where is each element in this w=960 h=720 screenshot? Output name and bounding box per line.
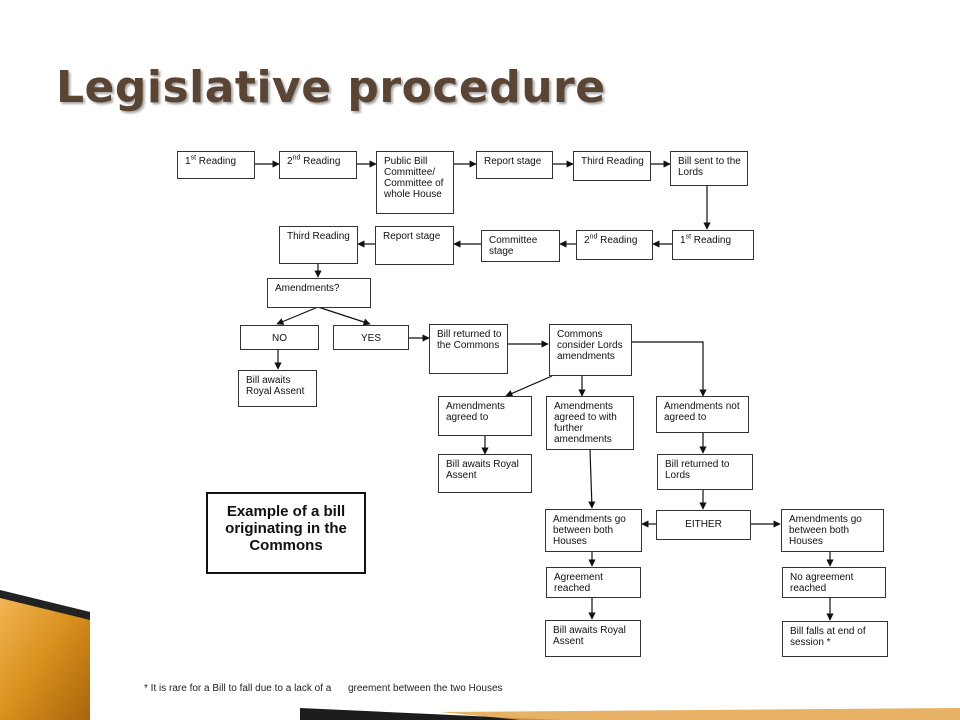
- ordinal-suffix: nd: [292, 154, 301, 162]
- arrow-consider-to-agreed: [505, 375, 553, 397]
- node-label: Report stage: [484, 156, 542, 167]
- node-committee-stage-lords: Committee stage: [481, 230, 560, 262]
- node-amendments-go-between-left: Amendments go between both Houses: [545, 509, 642, 552]
- node-no: NO: [240, 325, 319, 350]
- node-label: Reading: [196, 156, 237, 167]
- node-amendments-question: Amendments?: [267, 278, 371, 308]
- node-label: Bill falls at end of session *: [790, 626, 866, 648]
- node-label: Bill awaits Royal Assent: [246, 375, 305, 397]
- node-label: Reading: [597, 235, 638, 246]
- ordinal-number: 1: [680, 235, 686, 246]
- node-report-stage-lords: Report stage: [375, 226, 454, 265]
- example-caption-box: Example of a bill originating in the Com…: [206, 492, 366, 574]
- node-yes: YES: [333, 325, 409, 350]
- node-label: Bill awaits Royal Assent: [553, 625, 626, 647]
- example-caption: Example of a bill originating in the Com…: [225, 503, 347, 554]
- node-third-reading-lords: Third Reading: [279, 226, 358, 264]
- node-label: Third Reading: [287, 231, 350, 242]
- node-label: Amendments go between both Houses: [789, 514, 862, 547]
- footnote: * It is rare for a Bill to fall due to a…: [144, 683, 503, 694]
- node-label: Amendments not agreed to: [664, 401, 740, 423]
- node-label: No agreement reached: [790, 572, 854, 594]
- node-bill-returned-to-commons: Bill returned to the Commons: [429, 324, 508, 374]
- ordinal-number: 1: [185, 156, 191, 167]
- node-label: Amendments?: [275, 283, 340, 294]
- node-no-agreement-reached: No agreement reached: [782, 567, 886, 598]
- node-agreement-reached: Agreement reached: [546, 567, 641, 598]
- ordinal-number: 2: [287, 156, 293, 167]
- node-bill-returned-to-lords: Bill returned to Lords: [657, 454, 753, 490]
- node-label: Bill awaits Royal Assent: [446, 459, 519, 481]
- node-label: Bill returned to the Commons: [437, 329, 502, 351]
- node-public-bill-committee: Public Bill Committee/ Committee of whol…: [376, 151, 454, 214]
- node-label: NO: [272, 333, 287, 344]
- node-label: Third Reading: [581, 156, 644, 167]
- ordinal-suffix: nd: [589, 233, 598, 241]
- node-first-reading-commons: 1st Reading: [177, 151, 255, 179]
- arrow-amendments-to-no: [276, 306, 319, 325]
- node-amendments-not-agreed-to: Amendments not agreed to: [656, 396, 749, 433]
- node-label: Report stage: [383, 231, 441, 242]
- node-bill-awaits-royal-assent-2: Bill awaits Royal Assent: [438, 454, 532, 493]
- node-bill-sent-to-lords: Bill sent to the Lords: [670, 151, 748, 186]
- node-label: YES: [360, 333, 381, 344]
- node-label: EITHER: [685, 519, 722, 530]
- node-second-reading-commons: 2nd Reading: [279, 151, 357, 179]
- node-label: Reading: [691, 235, 732, 246]
- node-label: Amendments go between both Houses: [553, 514, 626, 547]
- node-label: Bill returned to Lords: [665, 459, 730, 481]
- arrow-consider-to-not-agreed: [632, 341, 707, 397]
- node-bill-awaits-royal-assent-3: Bill awaits Royal Assent: [545, 620, 641, 657]
- node-commons-consider-lords-amendments: Commons consider Lords amendments: [549, 324, 632, 376]
- arrow-further-to-go-between: [588, 449, 596, 509]
- node-label: Commons consider Lords amendments: [557, 329, 623, 362]
- node-amendments-go-between-right: Amendments go between both Houses: [781, 509, 884, 552]
- node-label: Public Bill Committee/ Committee of whol…: [384, 156, 444, 200]
- ordinal-suffix: st: [685, 233, 692, 241]
- node-label: Agreement reached: [554, 572, 603, 594]
- node-amendments-agreed-to: Amendments agreed to: [438, 396, 532, 436]
- node-bill-falls: Bill falls at end of session *: [782, 621, 888, 657]
- node-amendments-agreed-with-further: Amendments agreed to with further amendm…: [546, 396, 634, 450]
- node-label: Bill sent to the Lords: [678, 156, 741, 178]
- node-label: Amendments agreed to: [446, 401, 505, 423]
- node-third-reading-commons: Third Reading: [573, 151, 651, 181]
- node-either: EITHER: [656, 510, 751, 540]
- arrow-amendments-to-yes: [317, 306, 371, 326]
- node-bill-awaits-royal-assent-1: Bill awaits Royal Assent: [238, 370, 317, 407]
- ordinal-suffix: st: [190, 154, 197, 162]
- page-title: Legislative procedure: [56, 62, 606, 113]
- node-label: Amendments agreed to with further amendm…: [554, 401, 617, 445]
- node-second-reading-lords: 2nd Reading: [576, 230, 653, 260]
- node-label: Reading: [300, 156, 341, 167]
- ordinal-number: 2: [584, 235, 590, 246]
- node-label: Committee stage: [489, 235, 538, 257]
- node-report-stage-commons: Report stage: [476, 151, 553, 179]
- node-first-reading-lords: 1st Reading: [672, 230, 754, 260]
